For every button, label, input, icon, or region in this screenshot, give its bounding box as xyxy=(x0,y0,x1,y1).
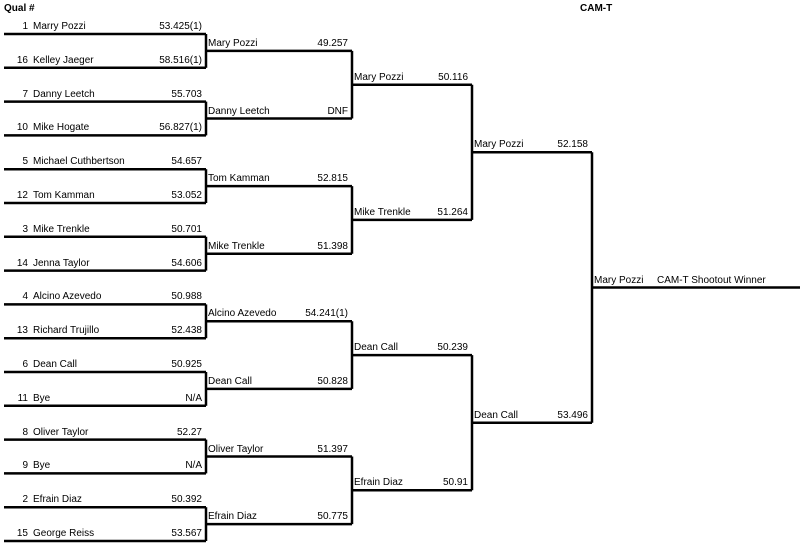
qual-time: 50.392 xyxy=(171,494,202,506)
qual-time: 58.516(1) xyxy=(159,54,202,66)
seed-number: 2 xyxy=(22,494,28,506)
qual-time: 50.701 xyxy=(171,223,202,235)
qual-time: 54.657 xyxy=(171,156,202,168)
seed-number: 15 xyxy=(16,528,28,539)
competitor-name: Mike Hogate xyxy=(33,122,90,134)
qual-time: 53.567 xyxy=(171,528,202,539)
race-time: 52.158 xyxy=(557,139,588,151)
seed-number: 1 xyxy=(22,21,28,32)
seed-number: 9 xyxy=(22,460,28,472)
race-time: 50.239 xyxy=(437,342,468,354)
competitor-name: Tom Kamman xyxy=(33,190,95,201)
competitor-name: Mary Pozzi xyxy=(354,71,404,83)
competitor-name: Mike Trenkle xyxy=(208,240,265,252)
qual-header: Qual # xyxy=(4,3,35,14)
seed-number: 13 xyxy=(16,325,28,337)
competitor-name: Mary Pozzi xyxy=(208,37,258,49)
competitor-name: Jenna Taylor xyxy=(33,257,90,269)
race-time: 51.397 xyxy=(317,443,348,455)
competitor-name: Dean Call xyxy=(354,342,398,354)
seed-number: 14 xyxy=(16,257,28,269)
competitor-name: Dean Call xyxy=(474,409,518,421)
competitor-name: Kelley Jaeger xyxy=(33,54,94,66)
seed-number: 11 xyxy=(17,392,28,404)
qual-time: 56.827(1) xyxy=(159,122,202,134)
qual-time: 52.438 xyxy=(171,325,202,337)
seed-number: 16 xyxy=(16,54,28,66)
winner-label: CAM-T Shootout Winner xyxy=(657,274,766,286)
competitor-name: Efrain Diaz xyxy=(354,477,403,489)
race-time: 51.398 xyxy=(317,240,348,252)
race-time: DNF xyxy=(327,105,348,117)
qual-time: 53.052 xyxy=(171,190,202,201)
qual-time: 52.27 xyxy=(176,426,202,438)
winner-name: Mary Pozzi xyxy=(594,274,644,286)
competitor-name: Tom Kamman xyxy=(208,173,270,185)
race-time: 50.828 xyxy=(317,375,348,387)
competitor-name: Danny Leetch xyxy=(33,88,95,100)
competitor-name: Michael Cuthbertson xyxy=(33,156,125,168)
race-time: 50.775 xyxy=(317,511,348,523)
competitor-name: Mike Trenkle xyxy=(33,223,90,235)
competitor-name: George Reiss xyxy=(33,528,95,539)
race-time: 49.257 xyxy=(317,37,348,49)
seed-number: 6 xyxy=(22,359,28,370)
competitor-name: Danny Leetch xyxy=(208,105,270,117)
competitor-name: Alcino Azevedo xyxy=(208,308,277,320)
qual-time: 55.703 xyxy=(171,88,202,100)
competitor-name: Bye xyxy=(33,392,51,404)
competitor-name: Mary Pozzi xyxy=(474,139,524,151)
competitor-name: Bye xyxy=(33,460,51,472)
seed-number: 12 xyxy=(16,190,28,201)
race-time: 52.815 xyxy=(317,173,348,185)
seed-number: 3 xyxy=(22,223,28,235)
qual-time: 50.988 xyxy=(171,291,202,303)
competitor-name: Alcino Azevedo xyxy=(33,291,102,303)
qual-time: 50.925 xyxy=(171,359,202,370)
race-time: 51.264 xyxy=(437,206,468,218)
competitor-name: Efrain Diaz xyxy=(208,511,257,523)
race-time: 50.116 xyxy=(438,71,468,83)
seed-number: 10 xyxy=(16,122,28,134)
qual-time: N/A xyxy=(185,392,202,404)
competitor-name: Mike Trenkle xyxy=(354,206,411,218)
race-time: 54.241(1) xyxy=(305,308,348,320)
competitor-name: Marry Pozzi xyxy=(33,21,86,32)
seed-number: 8 xyxy=(22,426,28,438)
qual-time: 53.425(1) xyxy=(159,21,202,32)
seed-number: 7 xyxy=(22,88,28,100)
competitor-name: Dean Call xyxy=(208,375,252,387)
qual-time: 54.606 xyxy=(171,257,202,269)
competitor-name: Oliver Taylor xyxy=(208,443,264,455)
competitor-name: Efrain Diaz xyxy=(33,494,82,506)
competitor-name: Richard Trujillo xyxy=(33,325,100,337)
competitor-name: Dean Call xyxy=(33,359,77,370)
qual-time: N/A xyxy=(185,460,202,472)
competitor-name: Oliver Taylor xyxy=(33,426,89,438)
page-title: CAM-T xyxy=(580,3,613,14)
race-time: 50.91 xyxy=(442,477,468,489)
seed-number: 5 xyxy=(22,156,28,168)
race-time: 53.496 xyxy=(557,409,588,421)
seed-number: 4 xyxy=(22,291,28,303)
